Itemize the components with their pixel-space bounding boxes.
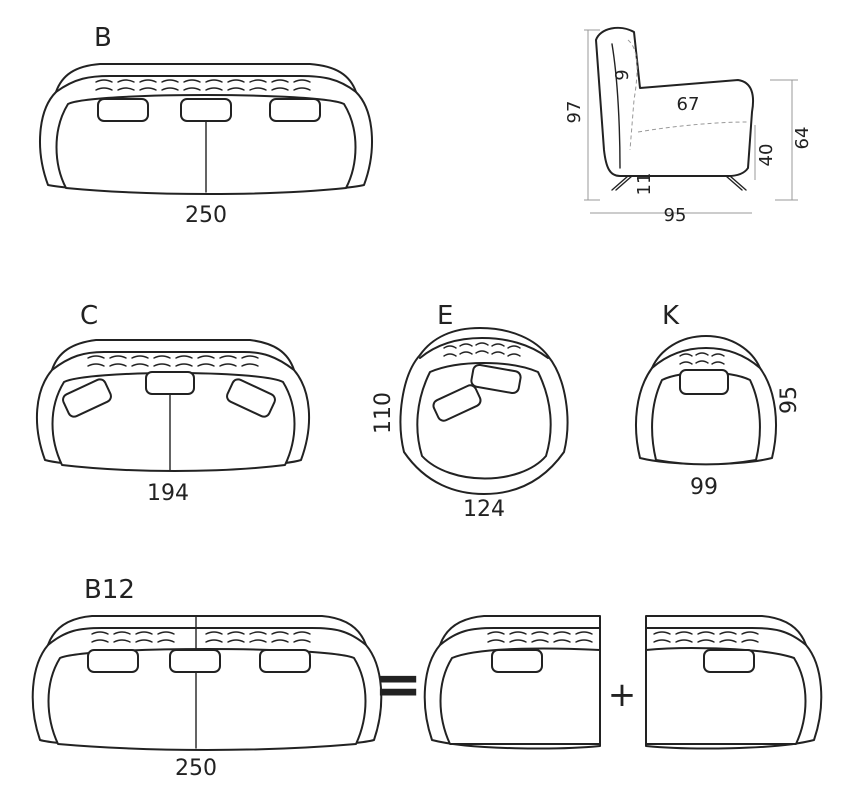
dim-side-depth: 95 (664, 205, 687, 226)
label-b: B (94, 23, 112, 53)
dim-b-width: 250 (185, 203, 227, 228)
module-left-top-view (423, 615, 601, 750)
dim-k-height: 95 (777, 386, 802, 414)
dim-b12-width: 250 (175, 756, 217, 781)
dim-side-back: 9 (612, 69, 633, 80)
equals-sign: = (374, 650, 423, 718)
label-b12: B12 (84, 575, 135, 605)
label-e: E (437, 301, 453, 331)
dim-side-height: 97 (564, 101, 585, 124)
dim-side-arm-height: 64 (792, 127, 813, 150)
sofa-b12-top-view (31, 615, 383, 751)
dim-e-height: 110 (371, 392, 396, 434)
dim-side-seat-depth: 67 (677, 94, 700, 115)
side-profile-view (584, 26, 798, 214)
dim-side-seat-height: 40 (756, 144, 777, 167)
sofa-c-top-view (35, 339, 311, 472)
dim-k-width: 99 (690, 475, 718, 500)
dim-side-leg: 11 (634, 173, 655, 196)
plus-sign: + (608, 675, 637, 715)
module-right-top-view (645, 615, 823, 750)
sofa-b-top-view (39, 63, 373, 195)
dim-c-width: 194 (147, 481, 189, 506)
chair-k-top-view (635, 335, 777, 466)
chair-e-top-view (399, 327, 569, 495)
dim-e-width: 124 (463, 497, 505, 522)
label-k: K (662, 301, 680, 331)
label-c: C (80, 301, 98, 331)
